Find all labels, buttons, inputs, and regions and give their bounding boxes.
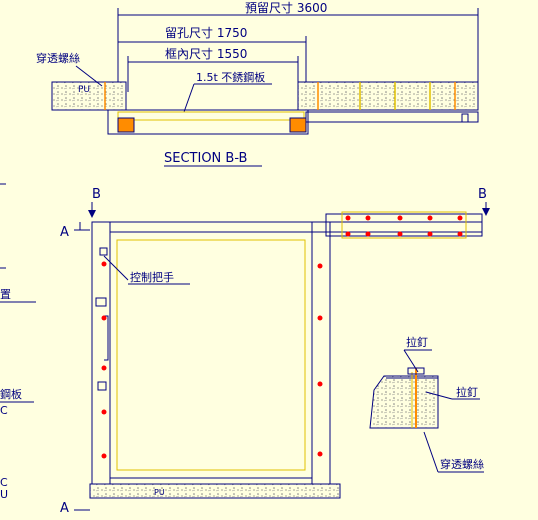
control-handle-label: 控制把手 [130,270,174,284]
pull-nail-callout-1: 拉釘 [403,335,432,373]
sliding-track [109,211,483,239]
frame-bolts [101,261,323,459]
left-fragment-1: 置 [0,288,11,301]
section-title: SECTION B-B [164,151,247,166]
detail-section [369,367,439,429]
marker-a-top: A [60,225,69,240]
through-bolt-top-label: 穿透螺絲 [36,51,80,65]
floor-label: PU [154,488,165,497]
dimension-opening-label: 留孔尺寸 1750 [165,26,247,40]
through-bolt-detail-label: 穿透螺絲 [440,457,484,471]
sheet-note: 1.5t 不銹鋼板 [183,70,272,113]
dimension-frame-inner: 框內尺寸 1550 [127,47,299,92]
dimension-frame-inner-label: 框內尺寸 1550 [165,47,247,61]
through-bolt-callout-detail: 穿透螺絲 [423,431,484,473]
door-elevation [91,221,331,485]
pull-nail-1-label: 拉釘 [406,335,428,349]
marker-b-right: B [478,187,487,202]
marker-b-left: B [92,187,101,202]
section-markers: B B A A [60,187,490,516]
left-fragment-4: C [0,476,8,489]
dimension-overall-label: 預留尺寸 3600 [245,1,327,15]
track-bolts [345,215,463,237]
control-handle-callout: 控制把手 [103,255,190,285]
wall-label: PU [78,85,90,95]
pull-nail-callout-2: 拉釘 [425,385,480,400]
dimension-opening: 留孔尺寸 1750 [118,26,307,92]
dimension-overall: 預留尺寸 3600 [117,1,479,90]
sheet-note-label: 1.5t 不銹鋼板 [196,70,265,84]
left-fragment-2: 鋼板 [0,387,22,401]
left-edge-fragments: 置 鋼板 C C U [0,183,36,501]
section-bb-plan: PU [51,81,479,135]
pull-nail-2-label: 拉釘 [456,385,478,399]
marker-a-bottom: A [60,501,69,516]
floor-slab: PU [89,483,341,499]
through-bolt-callout-top: 穿透螺絲 [36,51,103,87]
left-fragment-3: C [0,404,8,417]
left-fragment-5: U [0,488,8,501]
